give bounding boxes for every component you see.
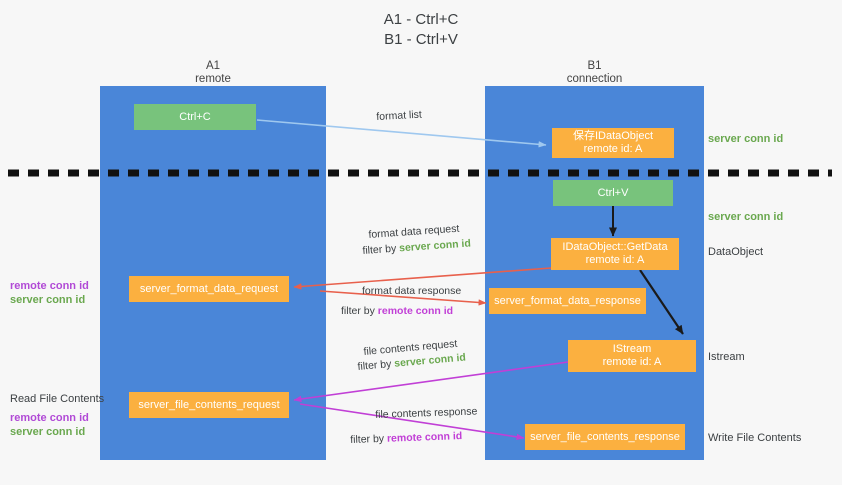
filter-value-remote-conn-id-1: remote conn id	[377, 305, 454, 317]
annotation-server-conn-id-left-top: server conn id	[10, 294, 86, 306]
annotation-dataobject: DataObject	[708, 246, 764, 258]
box-istream-line2: remote id: A	[602, 356, 662, 368]
box-server-format-data-request-label: server_format_data_request	[139, 282, 279, 295]
box-save-dataobject-line1: 保存IDataObject	[572, 130, 654, 142]
box-istream-line1: IStream	[612, 343, 652, 355]
lane-a1-name: A1	[205, 60, 221, 72]
box-server-file-contents-response-label: server_file_contents_response	[530, 430, 680, 443]
edge-label-format-list: format list	[376, 108, 423, 123]
box-getdata-line1: IDataObject::GetData	[562, 241, 668, 253]
edge-label-format-data-response-filter: filter by remote conn id	[341, 304, 453, 318]
box-server-format-data-response-label: server_format_data_response	[494, 294, 641, 307]
box-ctrl-v-label: Ctrl+V	[597, 186, 629, 199]
edge-label-format-data-response: format data response	[362, 285, 462, 297]
box-istream[interactable]: IStream remote id: A	[568, 340, 696, 372]
lane-a1-sub: remote	[195, 73, 231, 85]
lane-header-b1: B1 connection	[485, 60, 704, 86]
annotation-read-file-contents: Read File Contents	[10, 393, 105, 405]
annotation-server-conn-id-left-bottom: server conn id	[10, 426, 86, 438]
lane-header-a1: A1 remote	[100, 60, 326, 86]
box-getdata-line2: remote id: A	[585, 254, 645, 266]
box-server-format-data-request[interactable]: server_format_data_request	[129, 276, 289, 302]
box-getdata[interactable]: IDataObject::GetData remote id: A	[551, 238, 679, 270]
annotation-server-conn-id-top: server conn id	[708, 133, 784, 145]
box-server-file-contents-request[interactable]: server_file_contents_request	[129, 392, 289, 418]
box-save-dataobject[interactable]: 保存IDataObject remote id: A	[552, 128, 674, 158]
lane-b1-sub: connection	[566, 73, 623, 85]
title-line-2: B1 - Ctrl+V	[384, 31, 458, 48]
filter-prefix-4: filter by	[350, 432, 388, 446]
box-server-file-contents-request-label: server_file_contents_request	[138, 398, 280, 411]
title-line-1: A1 - Ctrl+C	[383, 11, 459, 28]
annotation-server-conn-id-mid: server conn id	[708, 211, 784, 223]
annotation-remote-conn-id-bottom: remote conn id	[10, 412, 89, 424]
box-ctrl-c-label: Ctrl+C	[179, 110, 211, 123]
filter-value-remote-conn-id-2: remote conn id	[386, 430, 463, 445]
filter-prefix-3: filter by	[357, 357, 395, 373]
annotation-remote-conn-id-top: remote conn id	[10, 280, 89, 292]
annotation-istream: Istream	[708, 351, 745, 363]
annotation-write-file-contents: Write File Contents	[708, 432, 802, 444]
diagram-title: A1 - Ctrl+C B1 - Ctrl+V	[0, 10, 842, 50]
filter-prefix-1: filter by	[362, 242, 400, 257]
box-save-dataobject-line2: remote id: A	[583, 143, 643, 155]
box-ctrl-v[interactable]: Ctrl+V	[553, 180, 673, 206]
box-server-file-contents-response[interactable]: server_file_contents_response	[525, 424, 685, 450]
edge-label-file-contents-response: file contents response	[375, 405, 478, 421]
lane-b1-name: B1	[587, 60, 602, 72]
filter-prefix-2: filter by	[341, 305, 378, 317]
box-server-format-data-response[interactable]: server_format_data_response	[489, 288, 646, 314]
edge-label-file-contents-response-filter: filter by remote conn id	[350, 429, 462, 447]
filter-value-server-conn-id-1: server conn id	[398, 237, 472, 255]
box-ctrl-c[interactable]: Ctrl+C	[134, 104, 256, 130]
